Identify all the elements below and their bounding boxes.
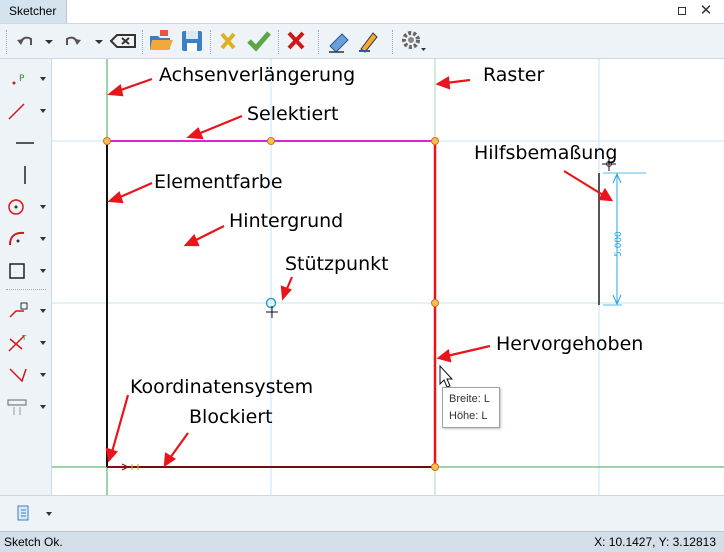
arrow-blockiert [169, 432, 189, 459]
dimension-arrow-bottom [612, 294, 622, 306]
restore-window-icon[interactable] [678, 7, 686, 15]
sketch-drawing: 5.000 [52, 59, 724, 495]
arrow-head [107, 191, 124, 204]
grid-lines [52, 59, 724, 495]
label-stuetzpunkt: Stützpunkt [285, 253, 389, 275]
layer-menu-button[interactable] [14, 502, 58, 526]
constraint-tool[interactable] [4, 395, 50, 419]
arrow-raster [445, 78, 471, 85]
tooltip-width: Breite: L [449, 393, 490, 405]
midpoint-point [431, 299, 439, 307]
label-achsenverlaengerung: Achsenverlängerung [159, 64, 356, 86]
arrow-head [105, 447, 118, 463]
save-icon[interactable] [180, 28, 204, 54]
cursor-coordinates: X: 10.1427, Y: 3.12813 [594, 535, 716, 549]
sketch-canvas[interactable]: 5.000 Achsen [52, 59, 724, 495]
label-hilfsbemassung: Hilfsbemaßung [474, 142, 618, 164]
fillet-tool[interactable] [4, 299, 50, 323]
dimension-arrow-top [612, 172, 622, 184]
label-selektiert: Selektiert [247, 103, 339, 125]
label-koordinatensystem: Koordinatensystem [130, 376, 314, 398]
toolbar-separator [392, 30, 393, 54]
cross-yellow-icon[interactable] [216, 28, 240, 54]
annotation-arrows [105, 76, 614, 468]
mouse-pointer-icon [439, 364, 454, 388]
delete-backspace-icon[interactable] [108, 28, 138, 54]
cancel-icon[interactable] [285, 28, 307, 54]
arrow-hilfsbemassung [563, 170, 604, 196]
crosshair-cursor-icon [266, 306, 278, 318]
label-hervorgehoben: Hervorgehoben [496, 333, 644, 355]
label-elementfarbe: Elementfarbe [154, 171, 283, 193]
arrow-head [598, 187, 614, 202]
status-bar: Sketch Ok. X: 10.1427, Y: 3.12813 [0, 531, 724, 552]
label-blockiert: Blockiert [189, 406, 273, 428]
toolbar-separator [318, 30, 319, 54]
arrow-koordinatensystem [110, 394, 130, 453]
status-message: Sketch Ok. [4, 535, 63, 549]
toolbar-separator [6, 30, 7, 54]
title-bar: Sketcher ✕ [0, 0, 724, 23]
arrow-selektiert [197, 114, 243, 136]
label-raster: Raster [483, 64, 545, 86]
trim-tool[interactable]: T [4, 331, 50, 355]
main-toolbar [0, 23, 724, 59]
bottom-toolbar [0, 495, 724, 531]
undo-icon[interactable] [14, 28, 36, 54]
line-tool[interactable] [4, 99, 50, 123]
arrow-head [163, 452, 177, 468]
arrow-head [183, 233, 200, 247]
tool-separator [6, 289, 46, 290]
arrow-achsenverlaengerung [117, 77, 153, 93]
arrow-elementfarbe [117, 181, 153, 200]
blocked-marker [131, 464, 139, 470]
midpoint-point [267, 137, 275, 145]
arc-tool[interactable] [4, 227, 50, 251]
tab-sketcher[interactable]: Sketcher [0, 0, 67, 23]
pen-edit-icon[interactable] [356, 28, 382, 54]
circle-tool[interactable] [4, 195, 50, 219]
crosshair-marker-ring [606, 161, 612, 167]
toolbar-separator [142, 30, 143, 54]
settings-gear-icon[interactable] [398, 28, 428, 54]
redo-dropdown-icon[interactable] [92, 28, 106, 54]
checkmark-icon[interactable] [246, 28, 272, 54]
arrow-hervorgehoben [446, 344, 491, 358]
toolbar-separator [278, 30, 279, 54]
point-tool[interactable]: P [4, 67, 50, 91]
horizontal-line-tool[interactable] [4, 131, 50, 155]
tooltip-height: Höhe: L [449, 410, 488, 422]
vertex-point [431, 463, 439, 471]
arrow-head [280, 285, 292, 301]
arrow-head [435, 76, 451, 90]
open-folder-icon[interactable] [148, 28, 174, 54]
size-tooltip: Breite: L Höhe: L [442, 387, 500, 428]
tab-sketcher-label: Sketcher [9, 4, 57, 18]
point-tool-label: P [19, 74, 25, 84]
eraser-icon[interactable] [326, 28, 352, 54]
support-points [103, 137, 439, 471]
close-window-icon[interactable]: ✕ [699, 1, 713, 19]
vertex-point [103, 137, 111, 145]
arrow-head [436, 349, 452, 363]
toolbar-separator [210, 30, 211, 54]
center-support-point[interactable] [265, 297, 277, 309]
vertical-line-tool[interactable] [4, 163, 50, 187]
dimension-value: 5.000 [614, 231, 624, 257]
svg-text:T: T [21, 334, 27, 342]
redo-icon[interactable] [62, 28, 84, 54]
rectangle-tool[interactable] [4, 259, 50, 283]
vertex-point [431, 137, 439, 145]
arrow-head [107, 84, 124, 97]
crosshair-marker-icon [602, 157, 616, 171]
undo-dropdown-icon[interactable] [42, 28, 56, 54]
extend-tool[interactable] [4, 363, 50, 387]
coordinate-system-arrowhead [121, 463, 130, 471]
label-hintergrund: Hintergrund [229, 210, 344, 232]
arrow-hintergrund [193, 225, 225, 242]
arrow-head [186, 127, 204, 140]
left-tool-palette: P T [0, 59, 52, 495]
